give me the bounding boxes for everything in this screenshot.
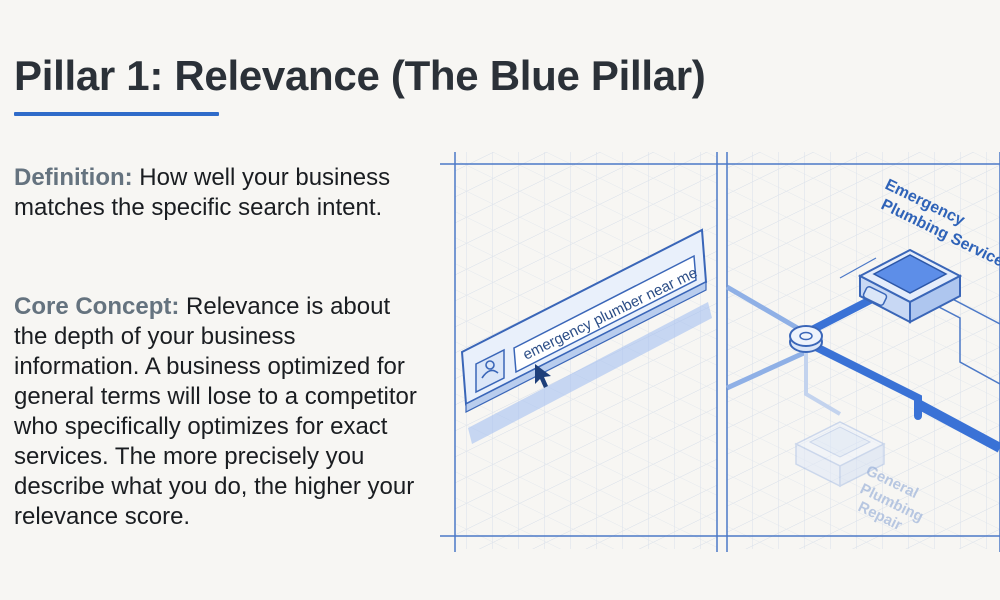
blueprint-frame	[440, 152, 1000, 552]
relevance-illustration: emergency plumber near me Emergency Plum…	[440, 152, 1000, 552]
user-icon	[475, 348, 505, 394]
illustration-svg: emergency plumber near me Emergency Plum…	[440, 152, 1000, 552]
primary-service-node	[857, 248, 963, 324]
junction-node	[789, 325, 823, 353]
definition-label: Definition:	[14, 164, 133, 191]
core-concept-paragraph: Core Concept: Relevance is about the dep…	[14, 292, 419, 532]
definition-text: How well your business matches the speci…	[14, 164, 391, 221]
secondary-service-node	[794, 421, 886, 488]
title-underline	[14, 112, 219, 116]
core-concept-text: Relevance is about the depth of your bus…	[14, 293, 417, 530]
definition-paragraph: Definition: How well your business match…	[14, 163, 419, 223]
cursor-icon	[535, 364, 551, 388]
core-concept-label: Core Concept:	[14, 293, 180, 320]
page-title: Pillar 1: Relevance (The Blue Pillar)	[14, 52, 706, 99]
